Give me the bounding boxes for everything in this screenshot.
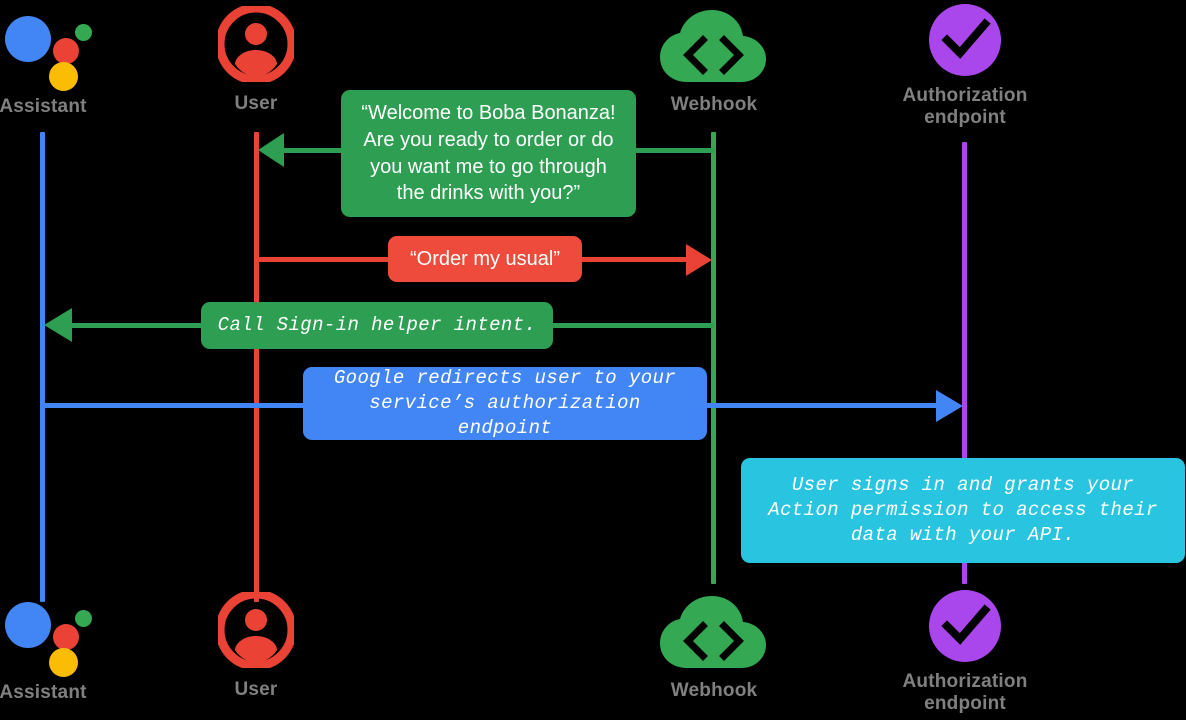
message-order: “Order my usual” <box>388 236 582 282</box>
cloud-code-icon <box>660 596 766 668</box>
message-grant: User signs in and grants your Action per… <box>741 458 1185 563</box>
assistant-dot-yellow <box>49 648 78 677</box>
actor-assistant-bottom: Assistant <box>0 594 134 704</box>
purple-check-circle-icon <box>929 590 1001 662</box>
actor-user-bottom: User <box>166 592 346 701</box>
actor-auth-bottom: Authorization endpoint <box>875 590 1055 715</box>
assistant-dot-blue <box>5 16 51 62</box>
actor-auth-top: Authorization endpoint <box>875 4 1055 129</box>
actor-label-auth: Authorization endpoint <box>902 85 1028 128</box>
cloud-code-icon <box>660 10 766 82</box>
google-assistant-icon <box>1 594 92 677</box>
actor-webhook-bottom: Webhook <box>624 596 804 702</box>
message-welcome: “Welcome to Boba Bonanza! Are you ready … <box>341 90 636 217</box>
connector-order-arrowhead <box>686 244 712 276</box>
user-avatar-icon <box>218 6 294 82</box>
assistant-dot-green <box>75 24 92 41</box>
actor-label-webhook: Webhook <box>670 680 758 701</box>
message-signin-helper: Call Sign-in helper intent. <box>201 302 553 349</box>
actor-label-user: User <box>234 679 278 700</box>
purple-check-circle-icon <box>929 4 1001 76</box>
lifeline-auth <box>962 142 967 584</box>
assistant-dot-yellow <box>49 62 78 91</box>
actor-webhook-top: Webhook <box>624 10 804 116</box>
actor-label-assistant: Assistant <box>0 682 87 703</box>
actor-label-user: User <box>234 93 278 114</box>
assistant-dot-blue <box>5 602 51 648</box>
connector-redirect-arrowhead <box>936 390 963 422</box>
google-assistant-icon <box>1 8 92 91</box>
lifeline-webhook <box>711 132 716 584</box>
actor-label-auth: Authorization endpoint <box>902 671 1028 714</box>
actor-assistant-top: Assistant <box>0 8 134 118</box>
assistant-dot-red <box>53 624 79 650</box>
assistant-dot-green <box>75 610 92 627</box>
assistant-dot-red <box>53 38 79 64</box>
user-avatar-icon <box>218 592 294 668</box>
actor-user-top: User <box>166 6 346 115</box>
actor-label-webhook: Webhook <box>670 94 758 115</box>
connector-signin-helper-arrowhead <box>44 308 72 342</box>
lifeline-assistant <box>40 132 45 602</box>
actor-label-assistant: Assistant <box>0 96 87 117</box>
message-redirect: Google redirects user to your service’s … <box>303 367 707 440</box>
connector-welcome-arrowhead <box>258 133 284 167</box>
lifeline-user <box>254 132 259 602</box>
